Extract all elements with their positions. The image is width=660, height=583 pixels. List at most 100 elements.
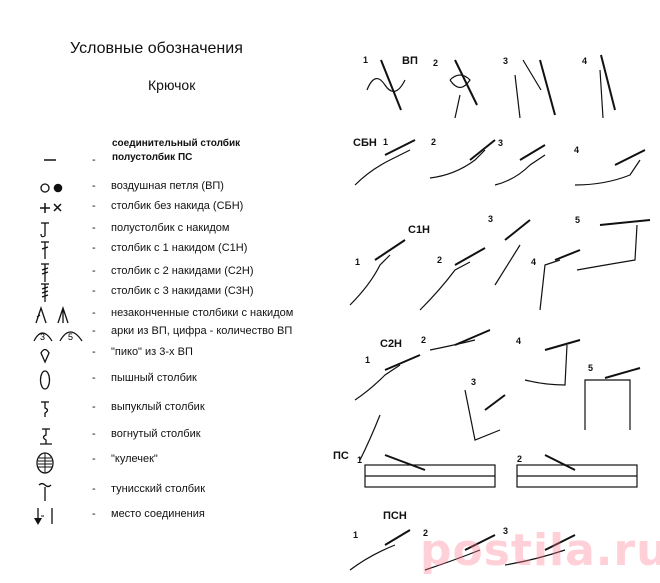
step-number: 5 xyxy=(575,215,581,225)
tunisian-stitch-symbol-icon xyxy=(30,481,80,501)
treble-crochet-symbol-icon xyxy=(30,263,80,283)
arch-number: 3 xyxy=(40,332,45,342)
header-note-line-1: соединительный столбик xyxy=(112,138,241,149)
step-number: 2 xyxy=(437,255,443,265)
puff-stitch-symbol-icon xyxy=(30,370,80,390)
legend-label: воздушная петля (ВП) xyxy=(111,180,224,192)
picot-symbol-icon xyxy=(30,344,80,364)
legend-label: выпуклый столбик xyxy=(111,401,205,413)
unfinished-stitches-symbol-icon xyxy=(30,305,80,325)
legend-row: - столбик без накида (СБН) xyxy=(0,198,340,218)
step-number: 4 xyxy=(582,56,588,66)
single-crochet-symbol-icon xyxy=(30,198,80,218)
legend-dash: - xyxy=(92,483,96,495)
legend-label: столбик с 1 накидом (С1Н) xyxy=(111,242,248,254)
legend-header-note: соединительный столбик полустолбик ПС xyxy=(112,137,240,165)
step-number: 2 xyxy=(431,137,437,147)
double-treble-symbol-icon xyxy=(30,283,80,303)
watermark: postila.ru xyxy=(420,525,660,576)
legend-label: столбик с 2 накидами (С2Н) xyxy=(111,265,254,277)
back-post-symbol-icon xyxy=(30,426,80,446)
legend-dash: - xyxy=(92,372,96,384)
legend-label: столбик без накида (СБН) xyxy=(111,200,244,212)
step-number: 2 xyxy=(517,454,523,464)
legend-dash: - xyxy=(92,307,96,319)
header-abbr: ПС xyxy=(177,152,193,163)
legend-row: - тунисский столбик xyxy=(0,481,340,501)
legend-dash: - xyxy=(92,154,96,166)
legend-label: полустолбик с накидом xyxy=(111,222,230,234)
legend-row: - незаконченные столбики с накидом xyxy=(0,305,340,325)
step-number: 3 xyxy=(471,377,477,387)
legend-row: - воздушная петля (ВП) xyxy=(0,178,340,198)
legend-dash: - xyxy=(92,200,96,212)
legend-row: - выпуклый столбик xyxy=(0,399,340,419)
legend-row: - вогнутый столбик xyxy=(0,426,340,446)
chain-stitch-symbol-icon xyxy=(30,178,80,198)
legend-dash: - xyxy=(92,401,96,413)
step-number: 3 xyxy=(503,56,509,66)
legend-row: - столбик с 2 накидами (С2Н) xyxy=(0,263,340,283)
step-number: 1 xyxy=(355,257,361,267)
legend-label: столбик с 3 накидами (С3Н) xyxy=(111,285,254,297)
legend-dash: - xyxy=(92,265,96,277)
step-number: 3 xyxy=(503,526,509,536)
section-label: С1Н xyxy=(408,224,431,236)
legend-dash: - xyxy=(92,428,96,440)
legend-row: - "пико" из 3-х ВП xyxy=(0,344,340,364)
step-number: 1 xyxy=(365,355,371,365)
legend-label: пышный столбик xyxy=(111,372,197,384)
legend-panel: Условные обозначения Крючок соединительн… xyxy=(0,40,340,526)
legend-label: тунисский столбик xyxy=(111,483,206,495)
legend-label: место соединения xyxy=(111,508,205,520)
legend-dash: - xyxy=(92,242,96,254)
dash-symbol-icon xyxy=(30,150,80,170)
step-number: 1 xyxy=(357,455,363,465)
legend-label: незаконченные столбики с накидом xyxy=(111,307,294,319)
legend-label: арки из ВП, цифра - количество ВП xyxy=(111,325,293,337)
step-number: 4 xyxy=(574,145,580,155)
legend-label: "кулечек" xyxy=(111,453,158,465)
step-number: 1 xyxy=(383,137,389,147)
legend-row: - "кулечек" xyxy=(0,451,340,474)
legend-row: - столбик с 3 накидами (С3Н) xyxy=(0,283,340,303)
legend-row: - место соединения xyxy=(0,506,340,526)
legend-label: "пико" из 3-х ВП xyxy=(111,346,193,358)
step-number: 2 xyxy=(423,528,429,538)
legend-row: - столбик с 1 накидом (С1Н) xyxy=(0,240,340,260)
legend-label: вогнутый столбик xyxy=(111,428,201,440)
header-note-line-2: полустолбик ПС xyxy=(112,152,193,163)
legend-dash: - xyxy=(92,222,96,234)
step-number: 1 xyxy=(363,55,369,65)
page-subtitle: Крючок xyxy=(148,77,196,93)
step-number: 2 xyxy=(421,335,427,345)
legend-dash: - xyxy=(92,346,96,358)
step-number: 3 xyxy=(498,138,504,148)
half-double-crochet-symbol-icon xyxy=(30,220,80,240)
step-number: 3 xyxy=(488,214,494,224)
step-number: 1 xyxy=(353,530,359,540)
legend-row: - xyxy=(0,150,340,170)
step-number: 2 xyxy=(433,58,439,68)
section-label: ПСН xyxy=(383,510,407,522)
legend-dash: - xyxy=(92,180,96,192)
legend-dash: - xyxy=(92,508,96,520)
join-point-symbol-icon xyxy=(30,506,80,526)
legend-dash: - xyxy=(92,285,96,297)
section-label: ВП xyxy=(402,55,418,67)
page-title: Условные обозначения xyxy=(70,40,243,57)
legend-row: - пышный столбик xyxy=(0,370,340,390)
double-crochet-symbol-icon xyxy=(30,240,80,260)
step-number: 4 xyxy=(516,336,522,346)
stitch-illustrations-figure xyxy=(349,54,651,571)
section-label: СБН xyxy=(353,137,377,149)
stitch-illustrations-panel: ВП СБН С1Н С2Н ПС ПСН 1 2 3 4 1 2 3 4 1 … xyxy=(333,0,660,583)
section-label: С2Н xyxy=(380,338,403,350)
legend-dash: - xyxy=(92,453,96,465)
step-number: 5 xyxy=(588,363,594,373)
bullion-stitch-symbol-icon xyxy=(30,451,80,474)
legend-dash: - xyxy=(92,325,96,337)
